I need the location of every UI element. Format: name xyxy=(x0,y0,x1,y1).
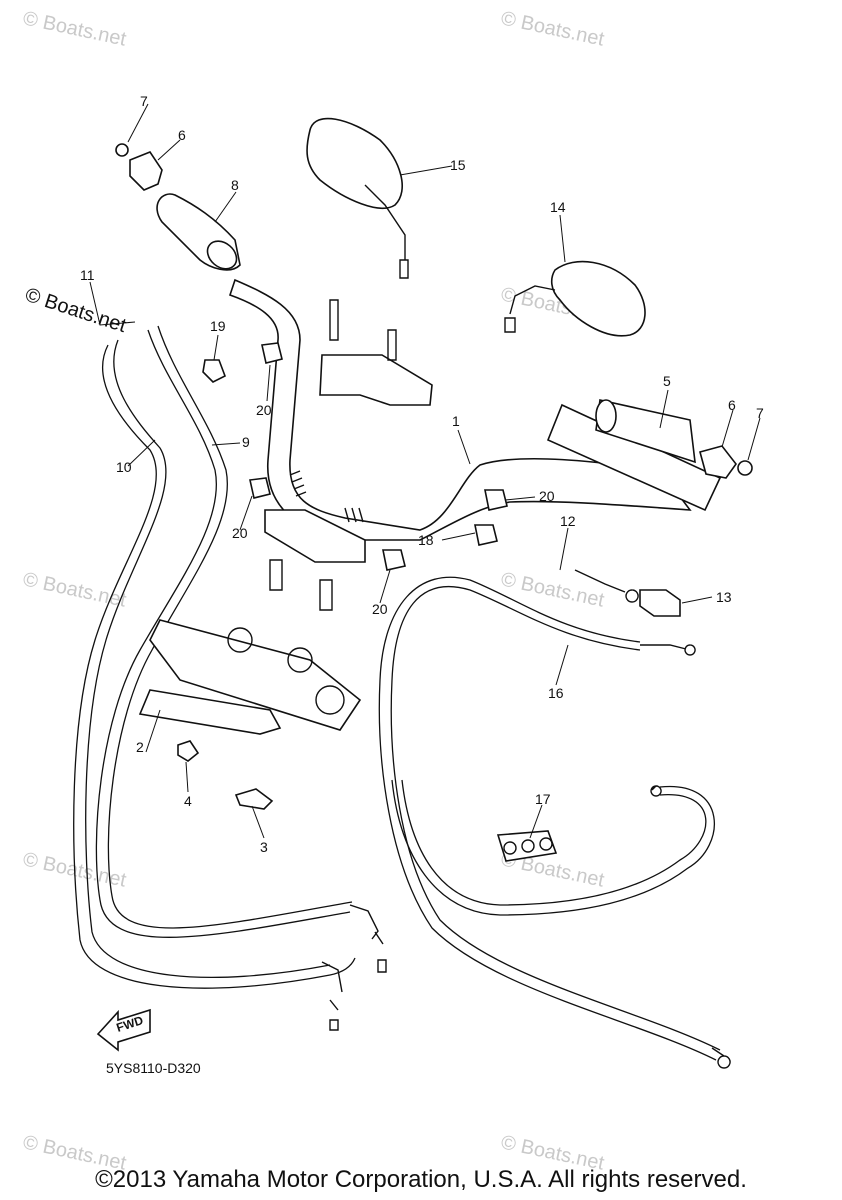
callout-10: 10 xyxy=(116,459,132,475)
watermark: © Boats.net xyxy=(499,568,607,611)
diagram-code: 5YS8110-D320 xyxy=(106,1060,201,1076)
watermark: © Boats.net xyxy=(499,7,607,50)
callout-13: 13 xyxy=(716,589,732,605)
bar-ends xyxy=(115,143,753,479)
callout-12: 12 xyxy=(560,513,576,529)
mirrors xyxy=(306,117,646,337)
callout-16: 16 xyxy=(548,685,564,701)
callout-7: 7 xyxy=(140,93,148,109)
callout-2: 2 xyxy=(136,739,144,755)
callout-4: 4 xyxy=(184,793,192,809)
watermarks: © Boats.net © Boats.net © Boats.net © Bo… xyxy=(21,7,607,1174)
callout-14: 14 xyxy=(550,199,566,215)
handlebar-holders xyxy=(149,299,433,731)
callout-3: 3 xyxy=(260,839,268,855)
callout-18: 18 xyxy=(418,532,434,548)
fwd-arrow: FWD xyxy=(96,1008,151,1052)
switch xyxy=(639,589,681,617)
callout-19: 19 xyxy=(210,318,226,334)
clamps xyxy=(202,342,508,571)
watermark-dark: © Boats.net xyxy=(22,284,129,337)
leader-lines xyxy=(89,103,761,839)
clutch-cable xyxy=(378,569,731,1069)
right-grip xyxy=(546,399,722,512)
callout-6: 6 xyxy=(728,397,736,413)
callout-20: 20 xyxy=(539,488,555,504)
callout-15: 15 xyxy=(450,157,466,173)
callouts: 1 2 3 4 5 6 6 7 7 8 9 10 11 12 13 14 15 … xyxy=(80,93,764,855)
callout-5: 5 xyxy=(663,373,671,389)
callout-6: 6 xyxy=(178,127,186,143)
callout-20: 20 xyxy=(372,601,388,617)
callout-20: 20 xyxy=(256,402,272,418)
copyright-notice: ©2013 Yamaha Motor Corporation, U.S.A. A… xyxy=(95,1166,747,1193)
callout-8: 8 xyxy=(231,177,239,193)
left-grip xyxy=(156,193,241,271)
callout-11: 11 xyxy=(80,267,95,283)
callout-9: 9 xyxy=(242,434,250,450)
throttle-cables xyxy=(73,325,387,1031)
callout-7: 7 xyxy=(756,405,764,421)
watermark: © Boats.net xyxy=(21,568,129,611)
callout-20: 20 xyxy=(232,525,248,541)
brackets xyxy=(138,689,558,862)
callout-1: 1 xyxy=(452,413,460,429)
watermark: © Boats.net xyxy=(21,7,129,50)
callout-17: 17 xyxy=(535,791,551,807)
